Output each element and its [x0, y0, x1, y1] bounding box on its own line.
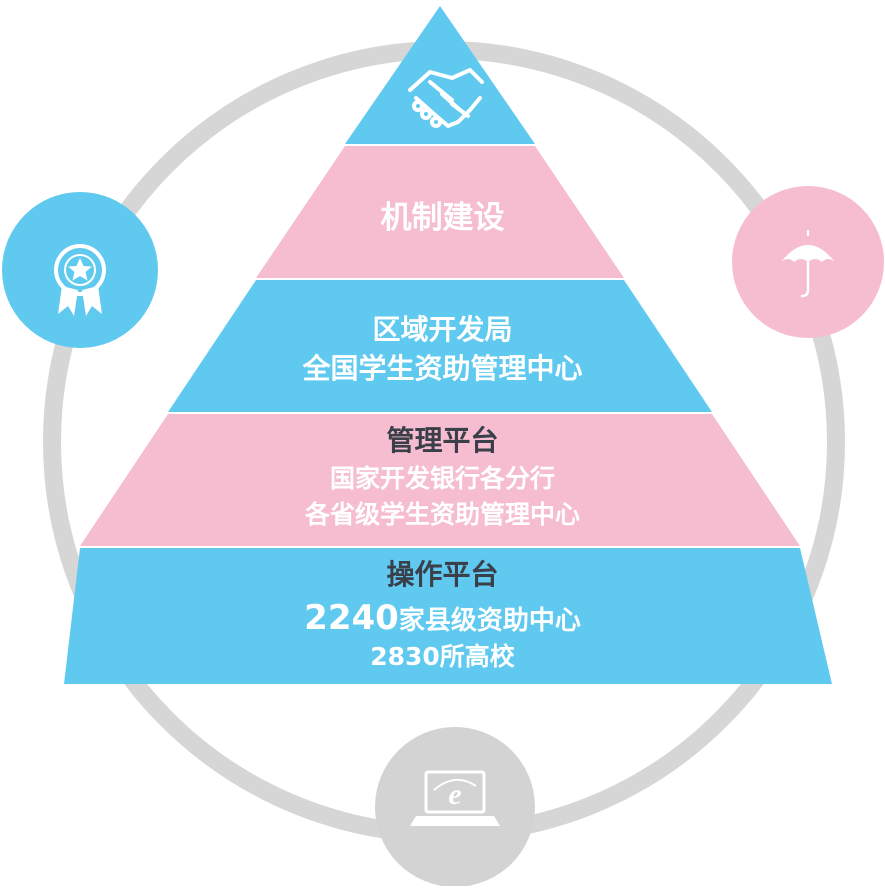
pyramid-layer-4 [64, 548, 832, 684]
pyramid-layer-1 [256, 146, 624, 278]
svg-text:e: e [448, 778, 461, 811]
award-badge-icon [54, 244, 106, 316]
layer4-title: 操作平台 [386, 558, 499, 591]
layer2-line2: 全国学生资助管理中心 [302, 352, 583, 385]
laptop-circle [375, 727, 535, 887]
handshake-icon [408, 68, 484, 128]
laptop-e-icon: e [410, 770, 500, 826]
layer2-line1: 区域开发局 [372, 313, 513, 346]
layer4-line1: 2240家县级资助中心 [0, 598, 885, 644]
layer3-line2: 各省级学生资助管理中心 [304, 500, 580, 529]
layer4-line2: 2830所高校 [370, 642, 515, 671]
layer3-title: 管理平台 [386, 424, 499, 457]
layer4-count-suffix: 家县级资助中心 [398, 606, 581, 636]
layer4-count: 2240 [304, 598, 399, 638]
umbrella-icon [781, 230, 835, 298]
layer3-line1: 国家开发银行各分行 [329, 464, 555, 493]
layer1-title: 机制建设 [380, 200, 505, 236]
pyramid-layer-2 [168, 280, 712, 412]
pyramid-layer-3 [80, 414, 800, 546]
